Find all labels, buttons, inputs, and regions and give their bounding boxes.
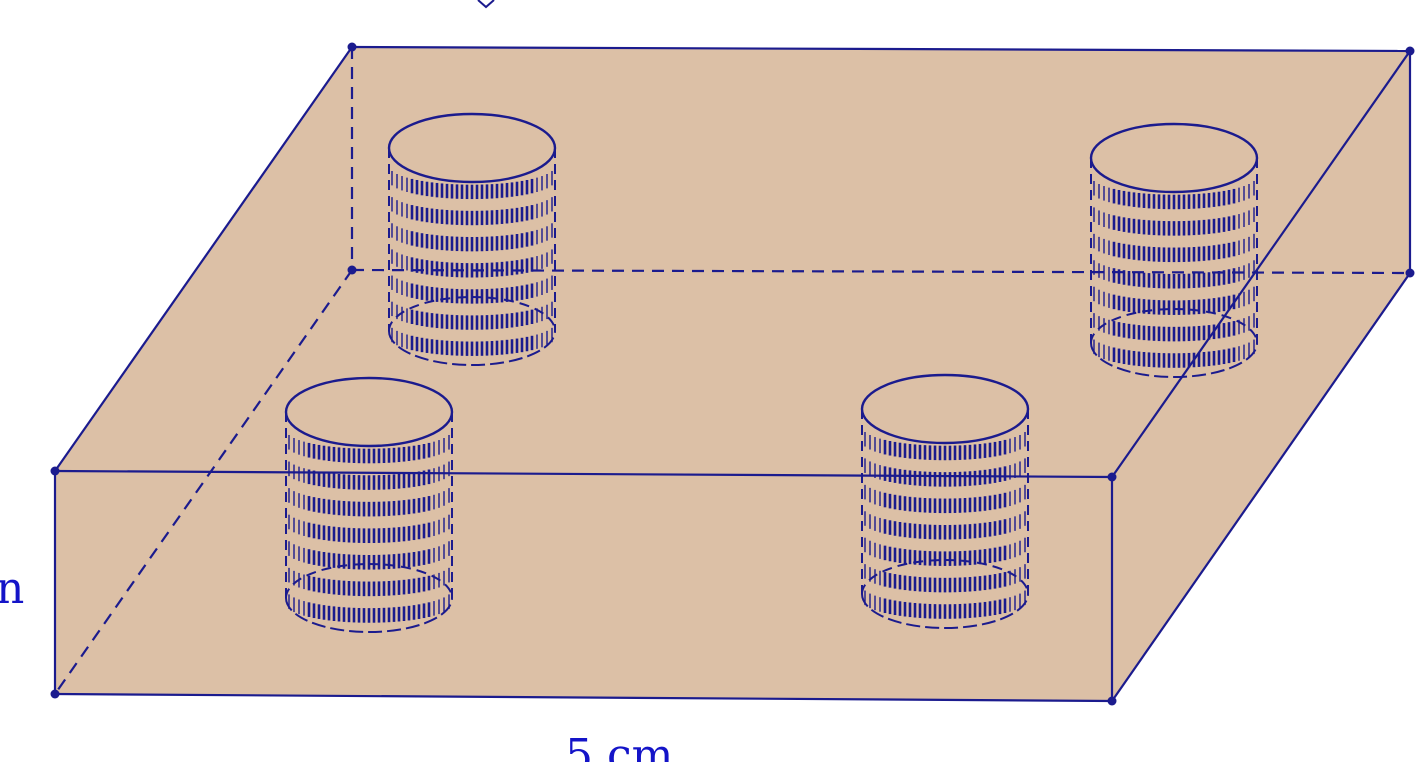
cylinder-base-back — [1090, 308, 1258, 344]
cylinder — [1089, 122, 1259, 378]
cylinder-base-back — [861, 559, 1029, 595]
cylinder-top-ellipse — [860, 373, 1030, 445]
vertex — [1107, 696, 1117, 706]
cylinders — [284, 112, 1259, 633]
cylinder-base-front — [285, 597, 453, 633]
cylinder-top-ellipse — [284, 376, 454, 448]
edge-top-right — [1111, 50, 1411, 478]
cylinder-base-back — [388, 296, 556, 332]
cylinder — [387, 112, 557, 366]
cylinder-base-front — [861, 593, 1029, 629]
edge-top-back — [351, 45, 1411, 53]
vertex — [1405, 46, 1415, 56]
vertex — [50, 466, 60, 476]
cylinder-base-front — [388, 330, 556, 366]
vertex — [347, 42, 357, 52]
cylinder — [860, 373, 1030, 629]
cylinder-top-ellipse — [1089, 122, 1259, 194]
edge-front-bottom — [54, 692, 1113, 703]
top-tick-mark — [477, 0, 495, 9]
cylinder — [284, 376, 454, 633]
vertex — [1107, 472, 1117, 482]
vertex — [347, 265, 357, 275]
edge-top-left — [54, 46, 353, 472]
hidden-edge-left-bottom — [54, 269, 353, 695]
cylinder-hatched-body — [864, 431, 1026, 619]
cylinder-base-front — [1090, 342, 1258, 378]
cylinder-base-back — [285, 563, 453, 599]
bottom-length-label: 5 cm — [565, 730, 673, 762]
cylinder-hatched-body — [288, 434, 450, 623]
cylinder-top-ellipse — [387, 112, 557, 184]
box-right-face — [1112, 51, 1410, 701]
visible-edges — [53, 45, 1412, 703]
vertex — [50, 689, 60, 699]
cylinder-hatched-body — [391, 170, 553, 356]
vertex — [1405, 268, 1415, 278]
edge-right-bottom — [1111, 272, 1411, 702]
vertices — [50, 42, 1415, 706]
box-front-face — [55, 471, 1112, 701]
cylinder-hatched-body — [1093, 180, 1255, 368]
left-height-label: n — [0, 563, 24, 614]
